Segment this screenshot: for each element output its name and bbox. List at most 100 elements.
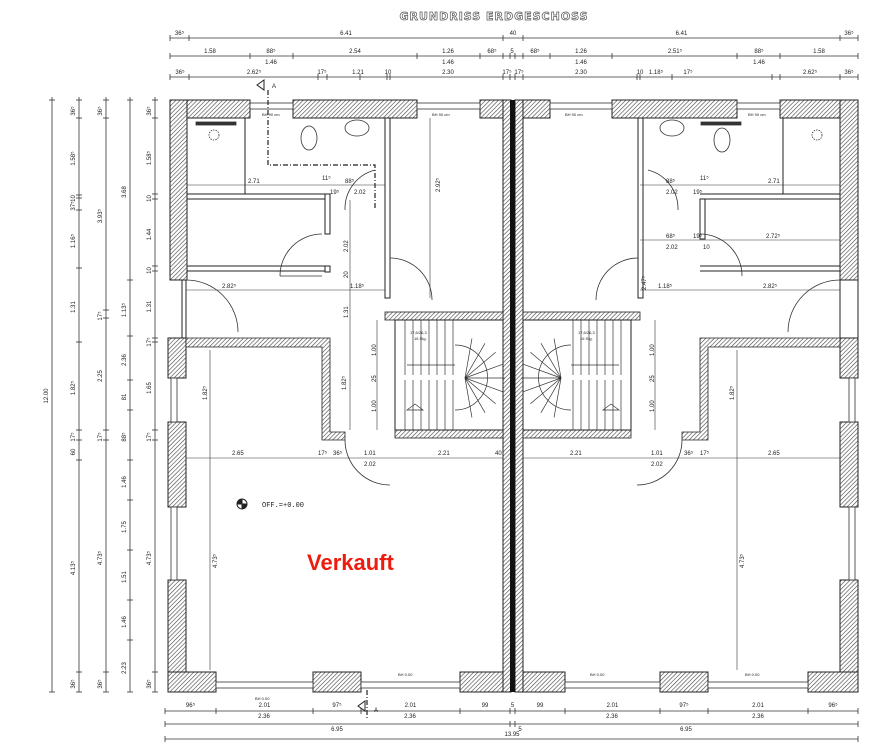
dim-top-row3: 17⁵ <box>317 69 327 76</box>
dim-left-col5: 17⁵ <box>146 432 153 442</box>
dim-top-row2-sub: 1.46 <box>753 60 765 66</box>
dim-top-row3: 10 <box>385 70 392 76</box>
dimension-lines-bottom <box>165 710 858 740</box>
dim-top-row2-sub: 1.46 <box>575 60 587 66</box>
windows <box>170 102 856 689</box>
dim-top-row3: 17⁵ <box>502 69 512 76</box>
svg-text:1.00: 1.00 <box>650 344 656 356</box>
svg-text:68⁵: 68⁵ <box>666 233 676 240</box>
svg-text:36⁵: 36⁵ <box>333 450 343 457</box>
dim-bottom-row1: 96⁵ <box>828 702 838 709</box>
section-arrow-bottom-icon <box>357 700 366 712</box>
walls <box>167 99 859 693</box>
dim-left-col2: 1.31 <box>71 301 77 313</box>
dim-bottom-row1-sub: 2.36 <box>258 714 270 720</box>
svg-text:BH 90 cm: BH 90 cm <box>262 112 280 117</box>
dim-bottom-row2: 6.95 <box>331 727 343 733</box>
interior-walls <box>185 311 841 441</box>
dim-top-row2-sub: 1.46 <box>442 60 454 66</box>
dim-left-col2: 10 <box>71 195 77 202</box>
dim-top-row3: 17⁵ <box>683 69 693 76</box>
dim-bottom-row1: 2.01 <box>752 703 764 709</box>
dim-top-row3: 2.30 <box>575 70 587 76</box>
svg-text:1.82⁵: 1.82⁵ <box>341 375 348 390</box>
dim-bottom-total: 13.95 <box>504 732 520 738</box>
dim-top-row2: 68⁵ <box>487 48 497 55</box>
svg-text:11⁵: 11⁵ <box>322 175 331 182</box>
dim-left-col2: 1.82⁵ <box>70 380 77 395</box>
thin-walls <box>181 117 859 431</box>
dim-left-col3: 3.93⁵ <box>97 208 104 223</box>
dim-left-col3: 36⁵ <box>97 679 104 689</box>
level-marker-label: OFF.=+0.00 <box>262 502 304 510</box>
svg-text:20: 20 <box>344 271 350 278</box>
dim-top-row2: 1.26 <box>575 49 587 55</box>
svg-text:BH 90 cm: BH 90 cm <box>432 112 450 117</box>
dim-left-total: 12.00 <box>44 388 50 404</box>
section-marker-bottom: A <box>374 708 378 714</box>
dim-left-col2: 4.13⁵ <box>70 560 77 575</box>
stair-info-right: 16 Stg. <box>580 336 593 341</box>
dim-bottom-row1: 97⁵ <box>679 702 689 709</box>
dim-left-col3: 17⁵ <box>97 432 104 442</box>
fixtures <box>195 119 823 153</box>
dim-left-col4: 2.23 <box>122 662 128 674</box>
dim-bottom-row2: 5 <box>518 727 522 733</box>
plan-title: GRUNDRISS ERDGESCHOSS <box>399 10 588 23</box>
dim-left-col5: 1.65 <box>147 382 153 394</box>
dim-top-row2-sub: 1.46 <box>265 60 277 66</box>
room-dimension-lines <box>186 118 840 670</box>
svg-text:2.82⁵: 2.82⁵ <box>763 283 778 290</box>
svg-text:1.18⁵: 1.18⁵ <box>350 283 365 290</box>
svg-text:19⁵: 19⁵ <box>693 233 703 240</box>
dim-left-col4: 1.75 <box>122 521 128 533</box>
dim-top-row1: 6.41 <box>340 31 352 37</box>
dim-bottom-row1: 2.01 <box>259 703 271 709</box>
dim-bottom-row1-sub: 2.36 <box>752 714 764 720</box>
dim-top-row3: 36⁵ <box>175 69 185 76</box>
svg-text:25: 25 <box>650 375 656 382</box>
svg-text:2.02: 2.02 <box>666 245 678 251</box>
dimension-lines-top <box>170 37 858 78</box>
staircase-left <box>404 320 505 430</box>
dim-left-col4: 1.46 <box>122 476 128 488</box>
section-arrow-icon <box>256 79 265 91</box>
staircase-right <box>521 320 622 430</box>
section-line <box>267 90 376 210</box>
svg-text:2.65: 2.65 <box>232 451 244 457</box>
svg-text:25: 25 <box>372 375 378 382</box>
dim-left-col3: 17⁵ <box>97 311 104 321</box>
svg-text:2.47⁵: 2.47⁵ <box>641 275 648 290</box>
dim-left-col2: 36⁵ <box>70 679 77 689</box>
dim-left-col2: 1.58⁵ <box>70 151 77 166</box>
dim-bottom-row1: 5 <box>511 703 515 709</box>
svg-text:1.00: 1.00 <box>372 400 378 412</box>
dim-left-col2: 60 <box>71 448 77 455</box>
svg-text:11⁵: 11⁵ <box>700 175 709 182</box>
dim-top-row2: 1.58 <box>813 49 825 55</box>
stair-info-left: 16 Stg. <box>414 336 427 341</box>
dim-bottom-row2: 6.95 <box>680 727 692 733</box>
svg-text:2.02: 2.02 <box>364 462 376 468</box>
dim-top-row2: 2.51⁵ <box>668 48 683 55</box>
svg-text:2.02: 2.02 <box>666 190 678 196</box>
dim-left-col5: 10 <box>147 267 153 274</box>
dim-top-row3: 1.18⁵ <box>649 69 664 76</box>
svg-text:19⁵: 19⁵ <box>693 189 703 196</box>
sink-left <box>344 119 370 137</box>
svg-text:88⁵: 88⁵ <box>666 178 676 185</box>
dim-left-col5: 17⁵ <box>146 337 153 347</box>
svg-text:17⁵: 17⁵ <box>700 450 710 457</box>
toilet-left <box>300 125 318 151</box>
svg-text:40: 40 <box>495 451 502 457</box>
dim-top-row1: 40 <box>510 31 517 37</box>
dim-left-col5: 36⁵ <box>146 106 153 116</box>
dim-left-col4: 1.46 <box>122 616 128 628</box>
dim-bottom-row1-sub: 2.36 <box>404 714 416 720</box>
svg-text:BH 0.00: BH 0.00 <box>590 672 605 677</box>
dimension-ticks-left <box>49 99 158 693</box>
svg-text:1.01: 1.01 <box>651 451 663 457</box>
svg-text:BH 0.00: BH 0.00 <box>398 672 413 677</box>
dim-top-row2: 88⁵ <box>266 48 276 55</box>
